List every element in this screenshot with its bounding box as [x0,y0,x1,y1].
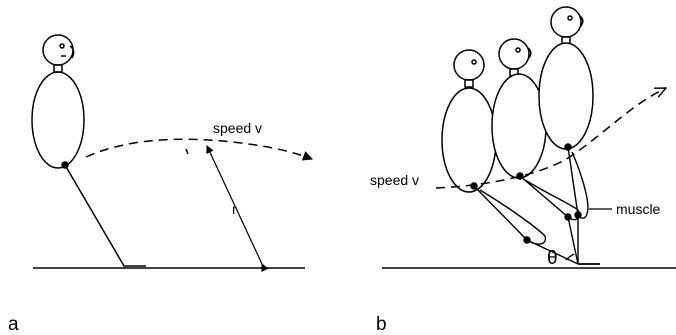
head [550,6,582,38]
head [498,38,530,70]
knee-2 [564,213,572,221]
walker-figure-a [31,34,146,267]
head [453,49,485,81]
speed-tick-a [185,148,189,155]
knee-1 [523,236,531,244]
body [491,73,547,179]
radius-arrow-a [206,145,269,273]
eye [59,43,65,49]
body [441,87,497,193]
radius-label-a: r [232,201,237,217]
eye [471,59,477,65]
neck [53,64,63,73]
panel-label-a: a [8,314,19,335]
walker-figure-b3 [538,6,594,151]
neck [464,79,474,88]
muscle-label: muscle [616,201,661,217]
speed-label-a: speed v [213,120,262,136]
angle-label: θ [547,248,558,269]
leg [64,164,146,267]
walker-figure-b1 [441,49,497,193]
head [42,34,74,66]
angle-arc [565,253,575,261]
legs-b [473,146,600,265]
panel-label-b: b [376,314,387,335]
panel-b: speed v muscle θ b [370,6,676,335]
panel-a: speed v r a [8,34,313,335]
body [31,71,85,169]
leg-1 [473,185,579,265]
knee-3 [574,211,582,219]
hip-trajectory-a [85,138,313,161]
ear [69,45,75,59]
muscle-3 [571,151,589,219]
muscle-1 [479,189,547,245]
body [538,42,594,150]
walker-figure-b2 [491,38,547,180]
ear [527,47,532,59]
muscle-2 [524,179,580,221]
ear [579,15,584,27]
eye [515,47,521,53]
eye [567,15,573,21]
speed-label-b: speed v [370,172,419,188]
